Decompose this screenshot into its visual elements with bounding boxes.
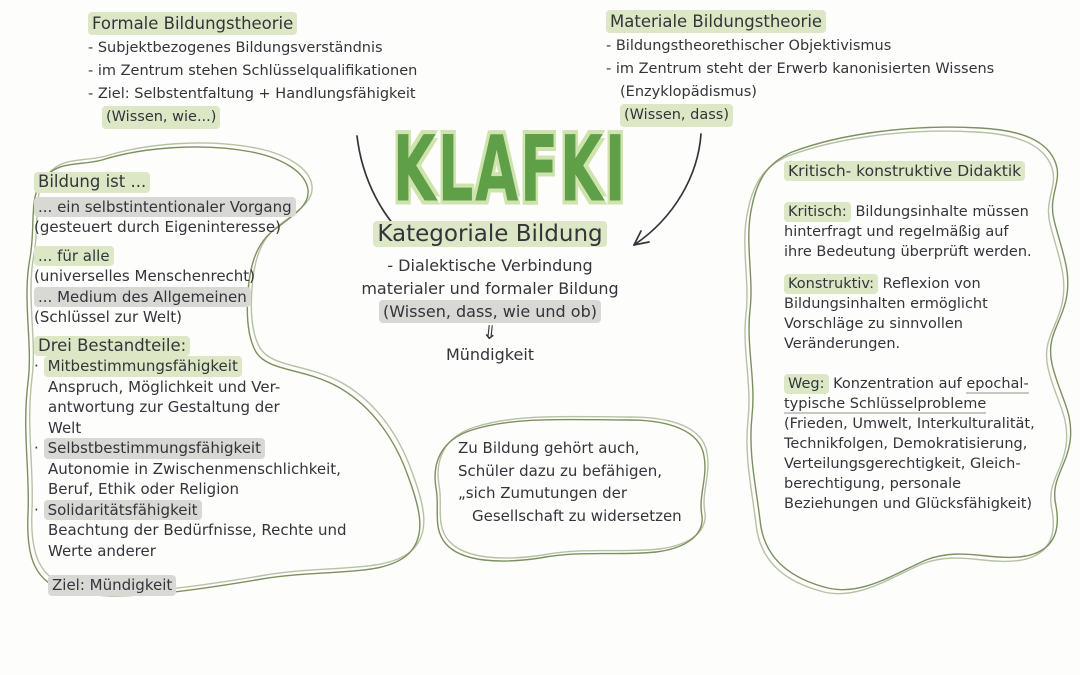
intro-sub: (universelles Menschenrecht) — [34, 267, 256, 285]
weg-keyword: epochal- — [966, 376, 1029, 394]
weg-example: (Frieden, Umwelt, Interkulturalität, — [784, 416, 1035, 432]
part-desc: Werte anderer — [48, 541, 156, 560]
center-line-highlighted: (Wissen, dass, wie und ob) — [379, 300, 601, 323]
quote-line: Gesellschaft zu widersetzen — [472, 506, 682, 525]
center-line: materialer und formaler Bildung — [361, 279, 619, 298]
right-curved-arrow — [633, 133, 702, 246]
bullet-line: - Subjektbezogenes Bildungsverständnis — [88, 40, 383, 56]
left-blob-content: Bildung ist ... ... ein selbstintentiona… — [34, 172, 347, 596]
drei-bestandteile-title: Drei Bestandteile: — [34, 335, 191, 356]
konstruktiv-text: Reflexion von — [882, 276, 981, 292]
part-desc: Beruf, Ethik oder Religion — [48, 480, 240, 498]
konstruktiv-text: Vorschläge zu sinnvollen — [784, 316, 963, 332]
part-desc: Autonomie in Zwischenmenschlichkeit, — [48, 459, 341, 478]
quote-blob-content: Zu Bildung gehört auch, Schüler dazu zu … — [458, 437, 682, 527]
kritisch-text: ihre Bedeutung überprüft werden. — [784, 244, 1032, 260]
weg-intro: Konzentration auf — [833, 376, 967, 392]
weg-label: Weg: — [784, 374, 829, 394]
intro-main: ... Medium des Allgemeinen — [34, 286, 251, 307]
bullet-line: - Bildungstheorethischer Objektivismus — [606, 38, 892, 54]
quote-line: „sich Zumutungen der — [458, 484, 628, 502]
quote-blob-outline — [434, 415, 709, 562]
part-term: Mitbestimmungsfähigkeit — [43, 356, 242, 377]
part-desc: Beachtung der Bedürfnisse, Rechte und — [48, 521, 347, 539]
double-down-arrow-icon: ⇓ — [480, 321, 500, 345]
note-line: (Wissen, dass) — [620, 104, 733, 127]
intro-main: ... ein selbstintentionaler Vorgang — [34, 196, 296, 217]
part-desc: antwortung zur Gestaltung der — [48, 398, 280, 416]
weg-keyword: typische Schlüsselprobleme — [784, 396, 987, 414]
weg-example: Verteilungsgerechtigkeit, Gleich- — [784, 456, 1021, 472]
weg-example: berechtigung, personale — [784, 476, 962, 492]
center-heading: Kategoriale Bildung — [373, 221, 607, 247]
bullet-dot: · — [34, 357, 39, 375]
note-line: (Wissen, wie...) — [102, 106, 221, 129]
main-title-block: KLAFKI — [340, 116, 680, 223]
kritisch-label: Kritisch: — [784, 202, 851, 222]
konstruktiv-text: Bildungsinhalten ermöglicht — [784, 296, 988, 312]
bildung-ist-title: Bildung ist ... — [34, 172, 151, 193]
konstruktiv-label: Konstruktiv: — [784, 274, 879, 294]
bullet-line: - im Zentrum stehen Schlüsselqualifikati… — [88, 63, 418, 79]
quote-line: Schüler dazu zu befähigen, — [458, 461, 663, 480]
center-line: - Dialektische Verbindung — [387, 256, 593, 275]
bullet-line: - Ziel: Selbstentfaltung + Handlungsfähi… — [88, 86, 416, 102]
sub-line: (Enzyklopädismus) — [620, 84, 757, 100]
intro-sub: (gesteuert durch Eigeninteresse) — [34, 218, 281, 236]
goal-line: Ziel: Mündigkeit — [48, 575, 177, 596]
section-materiale-bildungstheorie: Materiale Bildungstheorie - Bildungstheo… — [606, 10, 994, 127]
part-desc: Welt — [48, 418, 82, 437]
right-blob-outline — [744, 126, 1072, 595]
kategoriale-bildung-block: Kategoriale Bildung - Dialektische Verbi… — [340, 221, 640, 366]
bullet-line: - im Zentrum steht der Erwerb kanonisier… — [606, 61, 995, 77]
kritisch-text: hinterfragt und regelmäßig auf — [784, 224, 1009, 240]
quote-line: Zu Bildung gehört auch, — [458, 439, 640, 457]
intro-sub: (Schlüssel zur Welt) — [34, 308, 182, 326]
didaktik-title: Kritisch- konstruktive Didaktik — [784, 161, 1026, 181]
weg-example: Technikfolgen, Demokratisierung, — [784, 436, 1028, 452]
bullet-dot: · — [34, 439, 39, 457]
part-desc: Anspruch, Möglichkeit und Ver- — [48, 377, 281, 396]
intro-main: ... für alle — [34, 245, 114, 266]
section-title: Formale Bildungstheorie — [88, 12, 298, 35]
center-result: Mündigkeit — [445, 345, 535, 364]
konstruktiv-text: Veränderungen. — [784, 336, 901, 352]
weg-example: Beziehungen und Glücksfähigkeit) — [784, 496, 1033, 512]
bullet-dot: · — [34, 500, 39, 519]
right-blob-content: Kritisch- konstruktive Didaktik Kritisch… — [784, 161, 1074, 514]
section-title: Materiale Bildungstheorie — [606, 10, 827, 33]
section-formale-bildungstheorie: Formale Bildungstheorie - Subjektbezogen… — [88, 12, 417, 129]
part-term: Selbstbestimmungsfähigkeit — [43, 438, 265, 459]
kritisch-text: Bildungsinhalte müssen — [855, 204, 1029, 220]
part-term: Solidaritätsfähigkeit — [43, 499, 202, 520]
main-title: KLAFKI — [392, 116, 628, 223]
